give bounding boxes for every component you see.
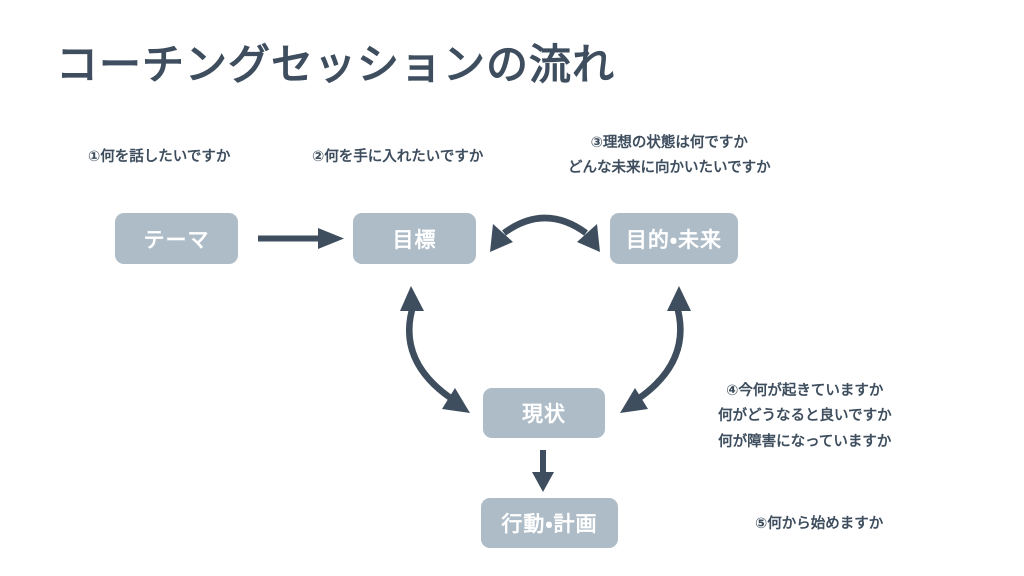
arrow-purpose-to-current-icon (620, 286, 691, 413)
note-current-line-3: 何が障害になっていますか (718, 433, 892, 450)
node-action[interactable]: 行動・計画 (481, 498, 618, 548)
note-goal: ②何を手に入れたいですか (312, 145, 483, 170)
note-purpose-line-2: どんな未来に向かいたいですか (568, 160, 771, 177)
node-current[interactable]: 現状 (483, 388, 605, 438)
note-goal-line-1: ②何を手に入れたいですか (312, 149, 484, 165)
note-current-line-2: 何がどうなると良いですか (718, 408, 892, 425)
node-theme[interactable]: テーマ (115, 213, 238, 264)
arrow-theme-to-goal-icon (258, 228, 344, 249)
note-purpose-line-1: ③理想の状態は何ですか (590, 135, 748, 151)
arrow-goal-to-purpose-icon (490, 214, 600, 252)
node-purpose[interactable]: 目的・未来 (610, 213, 738, 264)
note-theme: ①何を話したいですか (88, 145, 230, 170)
arrow-goal-to-current-icon (400, 286, 470, 413)
note-purpose: ③理想の状態は何ですか どんな未来に向かいたいですか (568, 131, 771, 182)
note-current: ④今何が起きていますか 何がどうなると良いですか 何が障害になっていますか (718, 379, 892, 455)
note-current-line-1: ④今何が起きていますか (726, 383, 884, 399)
note-action: ⑤何から始めますか (755, 512, 883, 537)
arrow-current-to-action-icon (532, 450, 554, 492)
node-goal[interactable]: 目標 (353, 213, 476, 264)
note-action-line-1: ⑤何から始めますか (755, 516, 884, 532)
page-title: コーチングセッションの流れ (56, 41, 616, 88)
note-theme-line-1: ①何を話したいですか (88, 149, 231, 165)
